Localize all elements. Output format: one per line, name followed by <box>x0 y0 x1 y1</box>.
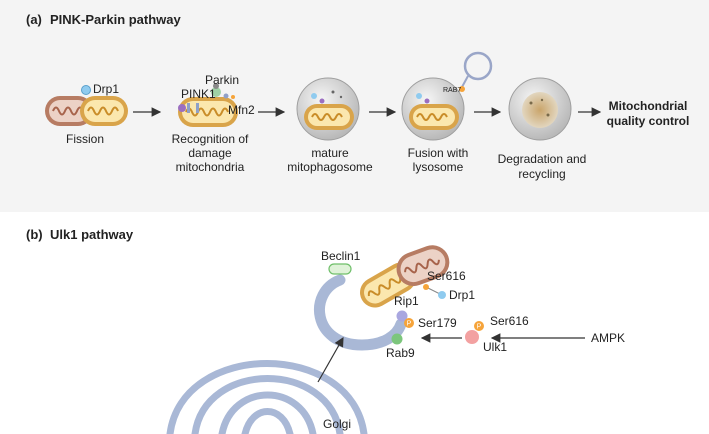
mfn2-label: Mfn2 <box>228 103 255 117</box>
healthy-mitochondrion-icon <box>80 96 128 126</box>
panel-b-title: Ulk1 pathway <box>50 227 134 242</box>
mitophagosome-icon <box>296 77 360 141</box>
step-recognition-line-3: mitochondria <box>175 160 245 174</box>
drp1-icon <box>438 291 446 299</box>
golgi-label: Golgi <box>323 417 352 431</box>
phosphate-label: P <box>477 324 482 331</box>
drp1-label-b: Drp1 <box>449 288 476 302</box>
ser616-ulk1-label: Ser616 <box>490 314 529 328</box>
arrow-icon <box>317 336 344 383</box>
lysosome-tether <box>461 75 469 88</box>
ubiquitin-icon <box>213 83 219 89</box>
panel-a-letter: (a) <box>26 12 42 27</box>
golgi-icon <box>166 360 368 434</box>
step-degradation-line-1: Degradation and <box>497 152 587 166</box>
drp1-link <box>427 287 441 295</box>
ampk-label: AMPK <box>591 331 626 345</box>
lysosome-icon <box>463 51 493 81</box>
parkin-label: Parkin <box>205 73 240 87</box>
ser179-label: Ser179 <box>418 316 457 330</box>
step-mitophagosome-line-2: mitophagosome <box>287 160 373 174</box>
drp1-icon <box>81 85 91 95</box>
phosphate-icon <box>231 95 235 99</box>
rip1-label: Rip1 <box>394 294 419 308</box>
step-recognition-line-1: Recognition of <box>171 132 249 146</box>
autolysosome-icon <box>401 77 465 141</box>
ulk1-icon <box>465 330 479 344</box>
degradation-vesicle-icon <box>508 77 572 141</box>
rab7-label: RAB7 <box>443 87 462 94</box>
ulk1-label: Ulk1 <box>483 340 508 354</box>
outcome-line-1: Mitochondrial <box>608 99 688 113</box>
outcome-line-2: quality control <box>606 114 690 128</box>
phagophore-icon <box>314 274 407 351</box>
parkin-icon <box>211 87 221 97</box>
rab9-label: Rab9 <box>386 346 415 360</box>
step-recognition-line-2: damage <box>188 146 232 160</box>
rip1-icon <box>396 310 408 322</box>
drp1-label: Drp1 <box>93 82 120 96</box>
rab7-icon <box>459 86 465 92</box>
step-degradation-line-2: recycling <box>518 167 566 181</box>
tagged-mitochondrion-icon <box>178 97 238 127</box>
step-fission-label: Fission <box>65 132 104 146</box>
mfn2-icon <box>223 93 229 99</box>
step-mitophagosome-line-1: mature <box>311 146 349 160</box>
ser616-drp1-label: Ser616 <box>427 269 466 283</box>
damaged-mitochondrion-icon <box>45 96 93 126</box>
beclin1-label: Beclin1 <box>321 249 361 263</box>
phosphate-icon <box>423 284 429 290</box>
step-fusion-line-1: Fusion with <box>407 146 469 160</box>
beclin1-icon <box>328 263 352 275</box>
pink1-icon <box>178 104 186 112</box>
pink1-label: PINK1 <box>181 87 216 101</box>
rab9-icon <box>391 333 403 345</box>
phosphate-icon <box>404 318 414 328</box>
step-fusion-line-2: lysosome <box>412 160 464 174</box>
damaged-mitochondrion-icon <box>396 245 450 287</box>
panel-b-letter: (b) <box>26 227 43 242</box>
phosphate-icon <box>474 321 484 331</box>
phosphate-label: P <box>407 321 412 328</box>
panel-a-title: PINK-Parkin pathway <box>50 12 181 27</box>
